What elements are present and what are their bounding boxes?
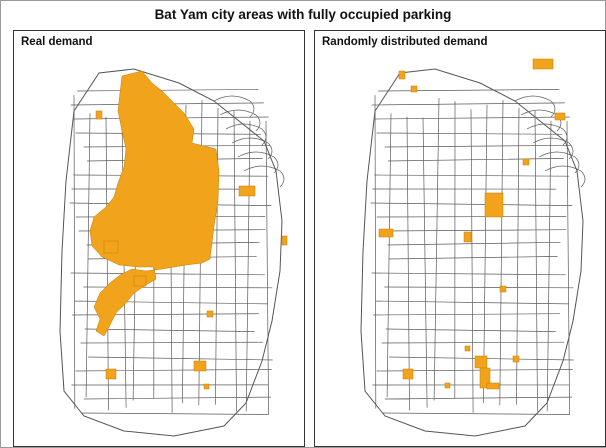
occupied-area xyxy=(133,275,147,287)
panel-real-demand: Real demand xyxy=(13,30,305,447)
occupied-parking-areas xyxy=(89,70,288,390)
city-outline xyxy=(59,68,283,437)
occupied-area xyxy=(474,355,488,369)
occupied-area xyxy=(105,368,117,380)
occupied-area xyxy=(484,192,504,218)
occupied-area xyxy=(512,355,520,363)
occupied-area xyxy=(398,70,406,80)
occupied-area xyxy=(103,240,119,254)
occupied-area xyxy=(89,70,220,337)
occupied-area xyxy=(95,110,103,120)
occupied-area xyxy=(444,382,451,389)
panel-label-real: Real demand xyxy=(21,36,93,48)
map-random-demand xyxy=(360,58,586,437)
occupied-area xyxy=(238,185,256,197)
occupied-area xyxy=(486,382,500,390)
panel-random-demand: Randomly distributed demand xyxy=(314,30,606,447)
occupied-area xyxy=(522,158,530,166)
occupied-area xyxy=(479,367,491,389)
occupied-parking-areas xyxy=(378,58,566,390)
occupied-area xyxy=(281,235,288,246)
occupied-area xyxy=(532,58,554,70)
figure-title: Bat Yam city areas with fully occupied p… xyxy=(154,7,452,22)
panel-label-random: Randomly distributed demand xyxy=(322,36,488,48)
map-real-demand xyxy=(59,68,288,437)
occupied-area xyxy=(554,112,566,121)
city-outline xyxy=(360,68,584,437)
occupied-area xyxy=(499,285,507,293)
occupied-area xyxy=(193,360,207,372)
occupied-area xyxy=(206,310,214,318)
occupied-area xyxy=(378,228,394,238)
occupied-area xyxy=(464,345,471,352)
occupied-area xyxy=(410,85,418,93)
occupied-area xyxy=(203,383,210,390)
occupied-area xyxy=(463,231,472,243)
occupied-area xyxy=(402,368,414,380)
